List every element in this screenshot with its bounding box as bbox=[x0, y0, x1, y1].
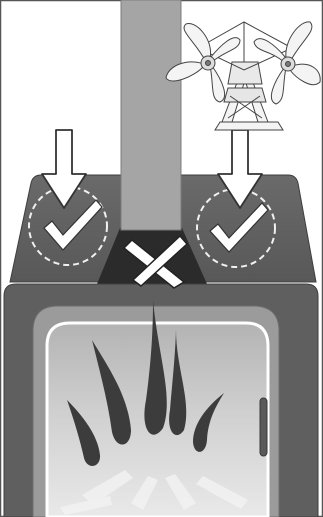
ember-1 bbox=[82, 470, 133, 505]
flame-4 bbox=[193, 393, 224, 452]
fan-icon bbox=[165, 21, 321, 131]
flame-1 bbox=[144, 300, 167, 435]
flame-icon bbox=[67, 300, 224, 466]
flame-2 bbox=[169, 330, 187, 436]
blade bbox=[253, 38, 287, 63]
blade bbox=[209, 65, 225, 103]
flame-3 bbox=[92, 340, 131, 445]
fan-motor bbox=[227, 61, 263, 85]
fan-blades-left bbox=[165, 23, 241, 103]
ember-5 bbox=[60, 496, 112, 515]
blade bbox=[285, 21, 313, 63]
door-handle[interactable] bbox=[259, 397, 268, 457]
fan-strut-2 bbox=[229, 95, 263, 119]
fan-blades-right bbox=[253, 21, 321, 105]
cross-stroke-2 bbox=[131, 234, 189, 287]
cross-icon bbox=[122, 234, 189, 289]
check-icon bbox=[209, 202, 269, 253]
blade bbox=[209, 37, 241, 63]
fan-strut-3 bbox=[227, 95, 261, 119]
blade bbox=[165, 61, 205, 82]
ember-4 bbox=[196, 476, 248, 509]
blade bbox=[289, 63, 321, 86]
arrow-down-icon bbox=[217, 129, 263, 209]
ember-2 bbox=[131, 476, 158, 510]
hub-cap bbox=[205, 60, 211, 66]
fan-base bbox=[214, 121, 284, 131]
embers bbox=[60, 470, 248, 515]
flue-pipe bbox=[120, 0, 182, 231]
blade bbox=[271, 67, 287, 105]
blade bbox=[183, 23, 212, 63]
hub-cap bbox=[285, 61, 291, 67]
fan-body bbox=[223, 87, 267, 103]
flame-5 bbox=[67, 400, 101, 466]
ember-3 bbox=[165, 474, 196, 510]
check-icon bbox=[43, 199, 103, 251]
arrow-down-icon bbox=[41, 129, 87, 209]
